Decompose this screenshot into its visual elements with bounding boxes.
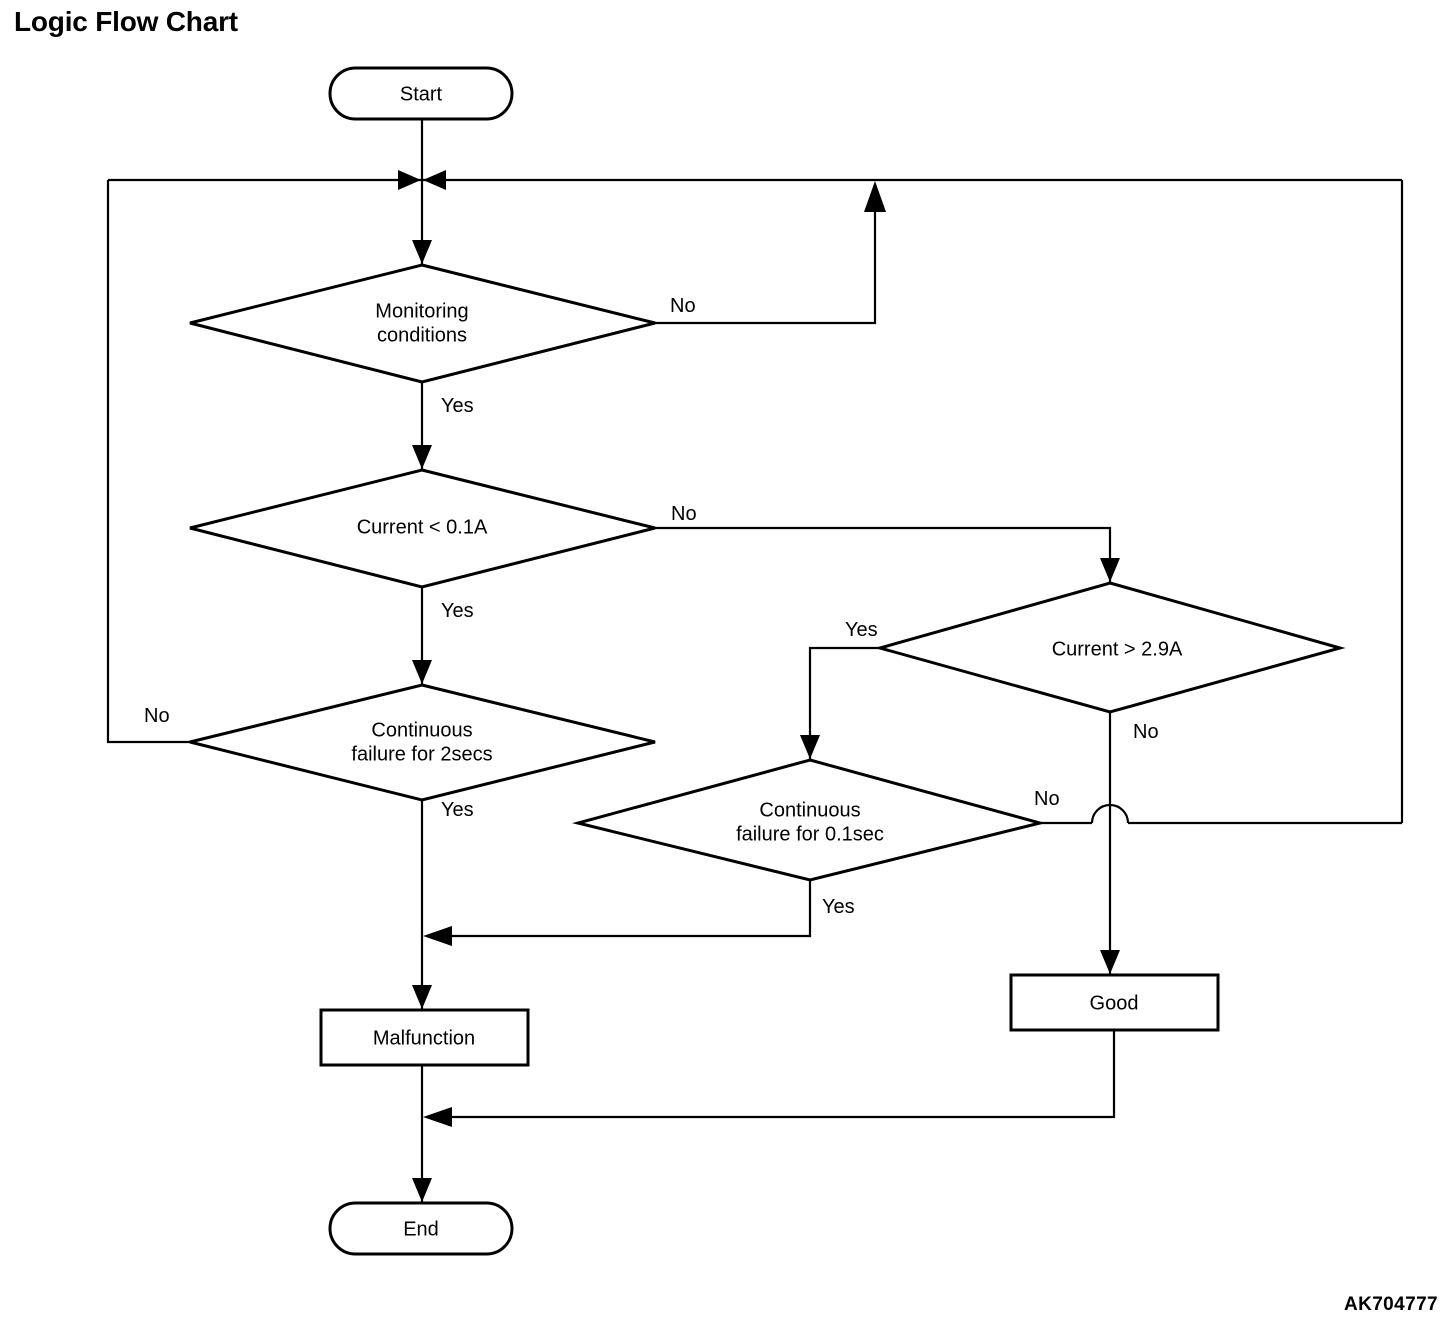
connector-curhigh-yes: [800, 646, 880, 760]
page-title: Logic Flow Chart: [14, 6, 238, 37]
node-good-label: Good: [1090, 992, 1139, 1014]
connector-good-to-end: [423, 1030, 1116, 1127]
node-continuous-failure-0-1sec[interactable]: Continuous failure for 0.1sec: [572, 758, 1046, 882]
node-end-label: End: [403, 1218, 439, 1240]
node-monitoring-conditions-line1: Monitoring: [375, 300, 468, 322]
edge-label-curhigh-no: No: [1133, 721, 1159, 743]
node-good[interactable]: Good: [1009, 973, 1220, 1032]
connector-curhigh-no: [1100, 712, 1120, 975]
connector-loopback-bar: [108, 170, 1402, 190]
connector-malfunction-to-end: [412, 1065, 432, 1203]
edge-label-cont2s-yes: Yes: [441, 799, 474, 821]
connector-cont2s-yes: [412, 800, 432, 1010]
connector-curlow-no: [655, 526, 1120, 583]
edge-label-curlow-yes: Yes: [441, 600, 474, 622]
edge-label-curlow-no: No: [671, 503, 697, 525]
connector-monitor-no: [655, 181, 886, 325]
node-continuous-failure-2secs[interactable]: Continuous failure for 2secs: [189, 683, 656, 802]
connector-start-to-junction: [412, 118, 432, 265]
node-current-greater-than-2-9a-label: Current > 2.9A: [1052, 638, 1183, 660]
node-monitoring-conditions[interactable]: Monitoring conditions: [189, 263, 656, 384]
node-continuous-failure-2secs-line1: Continuous: [371, 719, 472, 741]
edge-label-curhigh-yes: Yes: [845, 619, 878, 641]
connector-monitor-yes: [412, 382, 432, 470]
node-end[interactable]: End: [328, 1201, 514, 1256]
node-continuous-failure-0-1sec-line2: failure for 0.1sec: [736, 823, 884, 845]
connector-curlow-yes: [412, 587, 432, 685]
edge-label-monitor-yes: Yes: [441, 395, 474, 417]
node-continuous-failure-2secs-line2: failure for 2secs: [351, 743, 492, 765]
edge-label-cont01s-yes: Yes: [822, 896, 855, 918]
node-malfunction-label: Malfunction: [373, 1027, 475, 1049]
edge-label-monitor-no: No: [670, 295, 696, 317]
node-current-less-than-0-1a[interactable]: Current < 0.1A: [189, 468, 656, 589]
connector-cont01s-yes: [423, 880, 812, 946]
node-current-greater-than-2-9a[interactable]: Current > 2.9A: [874, 581, 1346, 714]
node-start[interactable]: Start: [328, 66, 514, 121]
node-malfunction[interactable]: Malfunction: [319, 1008, 530, 1067]
node-continuous-failure-0-1sec-line1: Continuous: [759, 799, 860, 821]
node-monitoring-conditions-line2: conditions: [377, 324, 467, 346]
connector-cont01s-no: [1040, 803, 1402, 825]
node-current-less-than-0-1a-label: Current < 0.1A: [357, 516, 488, 538]
figure-code: AK704777: [1343, 1294, 1438, 1315]
edge-label-cont2s-no: No: [144, 705, 170, 727]
connector-left-frame: [106, 180, 190, 744]
edge-label-cont01s-no: No: [1034, 788, 1060, 810]
node-start-label: Start: [400, 83, 443, 105]
